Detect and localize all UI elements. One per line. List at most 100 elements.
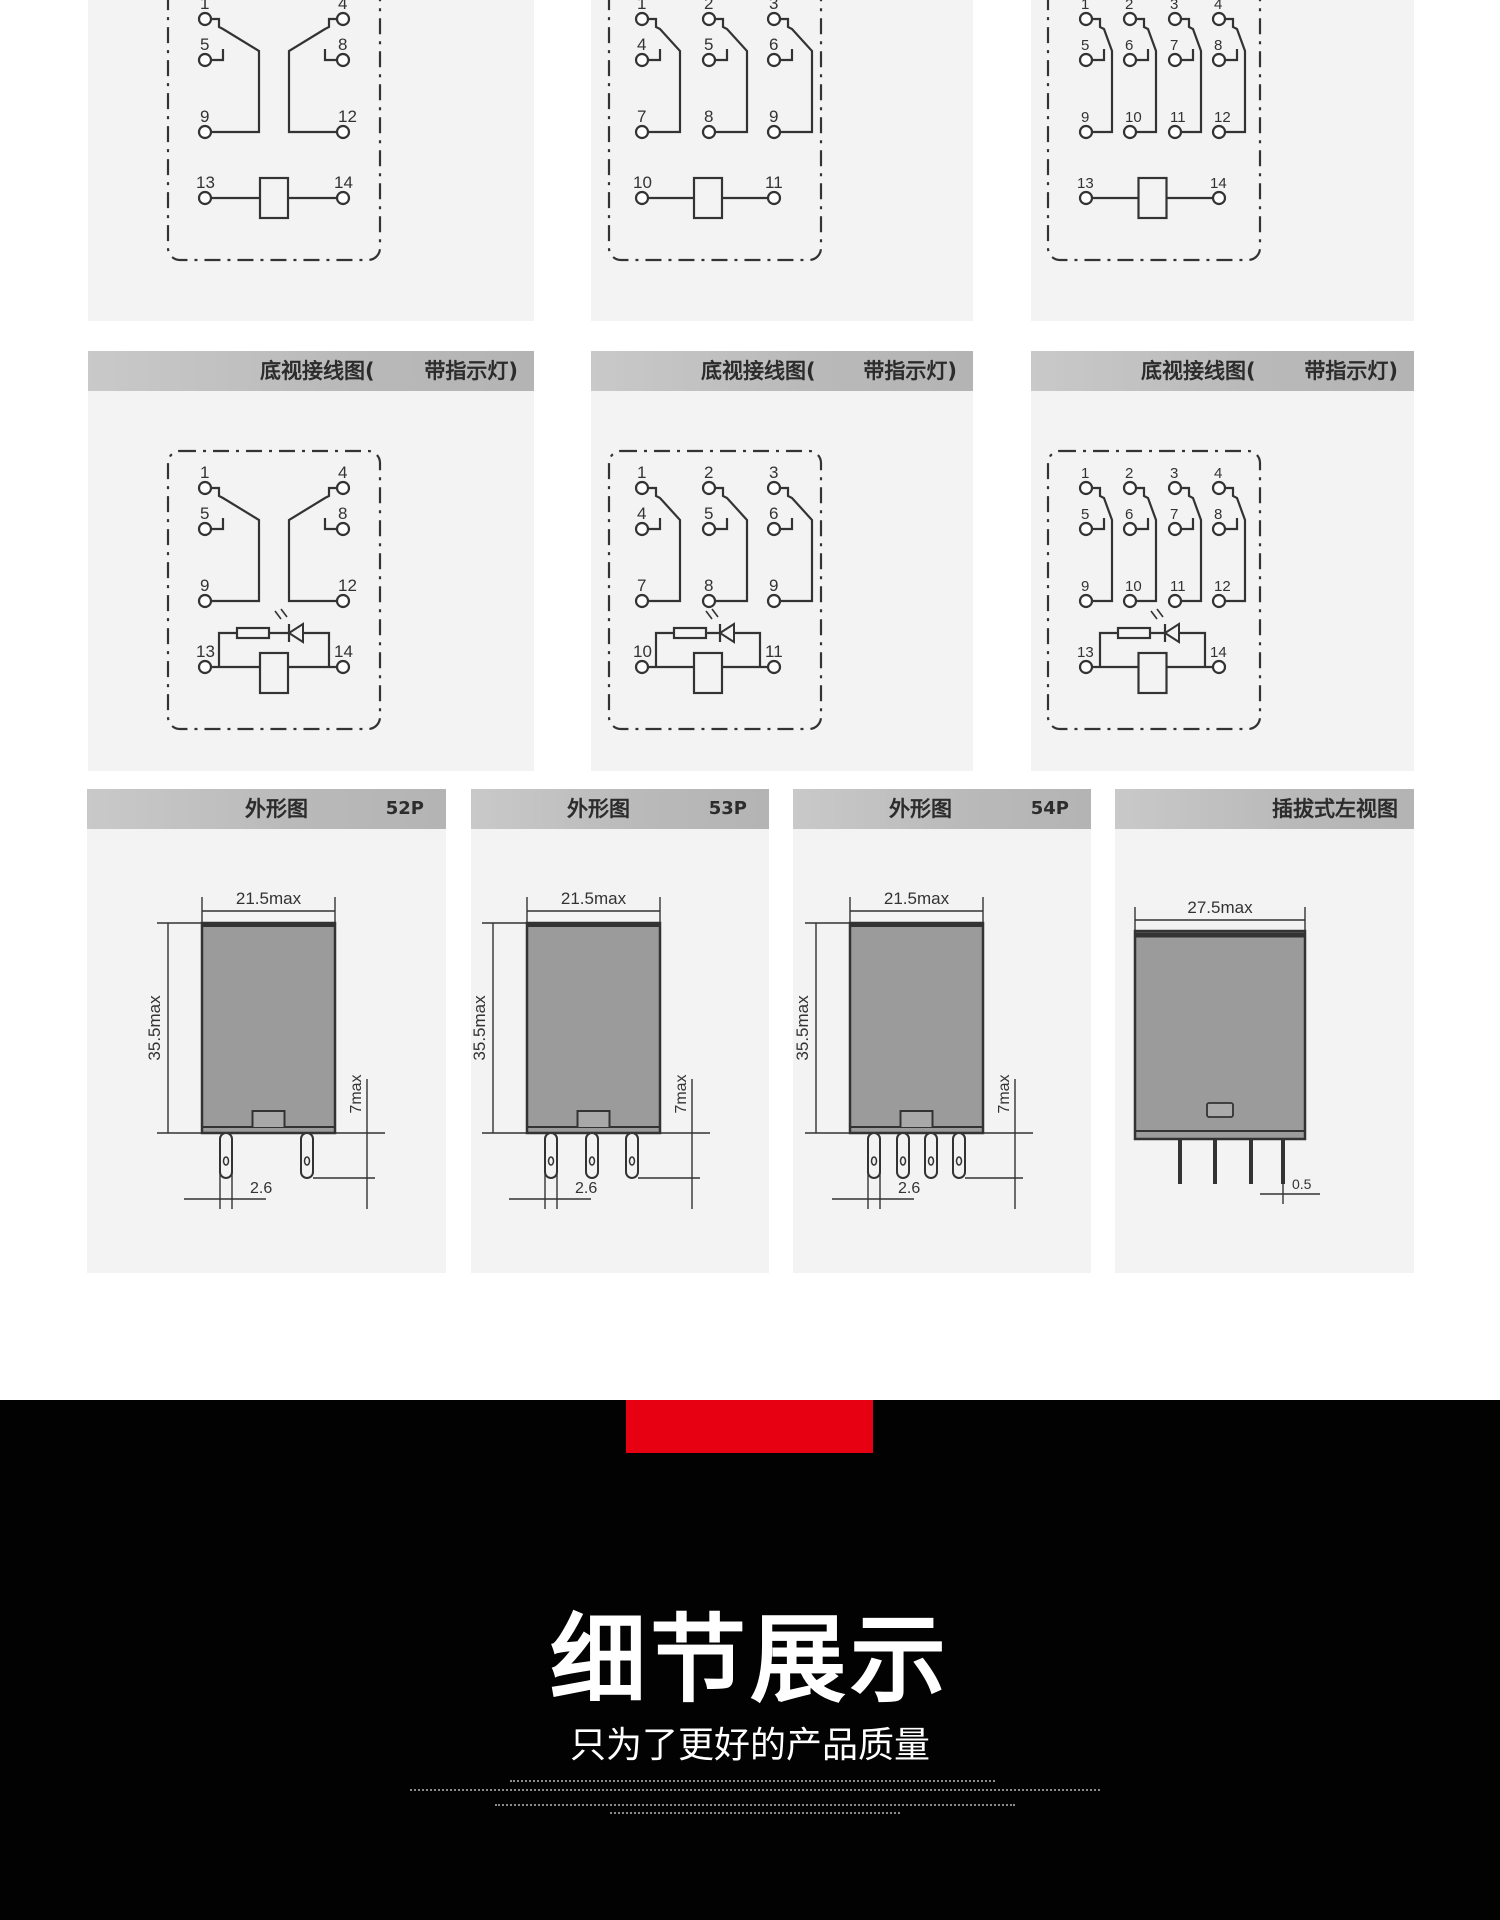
terminal-label: 6 [769, 35, 778, 54]
terminal-circle [1211, 52, 1227, 68]
terminal-label: 6 [1125, 506, 1133, 523]
relay-body [200, 921, 337, 1135]
terminal-circle [766, 480, 782, 496]
header-title: 外形图 [567, 797, 630, 821]
accent-bar [626, 1400, 873, 1453]
terminal-circle [701, 593, 717, 609]
terminal-label: 4 [1214, 0, 1222, 13]
terminal-label: 6 [1125, 37, 1133, 54]
terminal-circle [1122, 593, 1138, 609]
led-loop [654, 631, 762, 667]
coil-terminal [634, 190, 650, 206]
terminal-label: 3 [1170, 465, 1178, 482]
terminal-label: 11 [765, 173, 783, 192]
panel-header: 插拔式左视图 [1115, 789, 1414, 829]
contact-line [1181, 17, 1203, 134]
coil-terminal [1078, 659, 1094, 675]
contact-line [211, 17, 261, 134]
terminal-label: 13 [196, 173, 215, 192]
detail-section: 细节展示 只为了更好的产品质量 [0, 1400, 1500, 1920]
terminal-label: 9 [200, 576, 209, 595]
terminal-label: 5 [1081, 37, 1089, 54]
contact-no-line [780, 49, 794, 62]
terminal-label: 5 [200, 35, 209, 54]
pin-hole [222, 1156, 230, 1166]
terminal-label: 13 [1077, 644, 1094, 661]
terminal-label: 2 [1125, 465, 1133, 482]
contact-no-line [715, 518, 729, 531]
decorative-line [510, 1780, 995, 1782]
terminal-circle [197, 124, 213, 140]
contact-no-line [1092, 49, 1106, 62]
terminal-label: 10 [633, 642, 652, 661]
pin-length-label: 7max [996, 1074, 1013, 1113]
terminal-label: 11 [1170, 109, 1186, 126]
terminal-label: 10 [1125, 578, 1142, 595]
terminal-circle [1122, 52, 1138, 68]
contact-line [287, 486, 337, 603]
terminal-label: 1 [1081, 465, 1089, 482]
terminal-circle [634, 521, 650, 537]
terminal-label: 1 [1081, 0, 1089, 13]
contact-line [1225, 17, 1247, 134]
height-label: 35.5max [471, 995, 489, 1061]
terminal-circle [701, 52, 717, 68]
terminal-circle [766, 52, 782, 68]
contact-line [648, 17, 682, 134]
pin-length-label: 7max [673, 1074, 690, 1113]
pin [867, 1132, 881, 1179]
terminal-label: 5 [1081, 506, 1089, 523]
terminal-circle [701, 11, 717, 27]
terminal-label: 6 [769, 504, 778, 523]
terminal-circle [634, 480, 650, 496]
coil-icon [692, 176, 724, 220]
light-rays-icon [274, 608, 288, 620]
terminal-circle [1078, 52, 1094, 68]
pitch-label: 2.6 [575, 1180, 597, 1197]
terminal-circle [1122, 11, 1138, 27]
terminal-label: 5 [200, 504, 209, 523]
resistor-icon [1116, 626, 1152, 640]
height-label: 35.5max [793, 995, 812, 1061]
dashed-outline [607, 449, 823, 731]
coil-terminal [766, 190, 782, 206]
model-label: 53P [708, 798, 747, 819]
coil-icon [1137, 651, 1168, 695]
pin-hole [899, 1156, 907, 1166]
contact-line [1136, 486, 1158, 603]
contact-line [287, 17, 337, 134]
panel-header: 外形图 53P [471, 789, 769, 829]
terminal-circle [634, 593, 650, 609]
terminal-label: 13 [196, 642, 215, 661]
pin [952, 1132, 966, 1179]
terminal-circle [1211, 480, 1227, 496]
terminal-label: 11 [765, 642, 783, 661]
panel-header: 底视接线图(带指示灯) [591, 351, 973, 391]
coil-terminal [634, 659, 650, 675]
decorative-line [495, 1804, 1015, 1806]
relay-body [848, 921, 985, 1135]
width-label: 21.5max [236, 889, 302, 908]
contact-line [211, 486, 261, 603]
relay-body [525, 921, 662, 1135]
terminal-label: 9 [769, 107, 778, 126]
terminal-label: 12 [1214, 578, 1231, 595]
connector-icon [1206, 1102, 1234, 1118]
terminal-label: 9 [1081, 578, 1089, 595]
terminal-circle [634, 52, 650, 68]
pin-width-label: 0.5 [1292, 1176, 1312, 1192]
resistor-icon [672, 626, 708, 640]
light-rays-icon [705, 608, 719, 620]
terminal-label: 2 [704, 463, 713, 482]
terminal-circle [335, 11, 351, 27]
